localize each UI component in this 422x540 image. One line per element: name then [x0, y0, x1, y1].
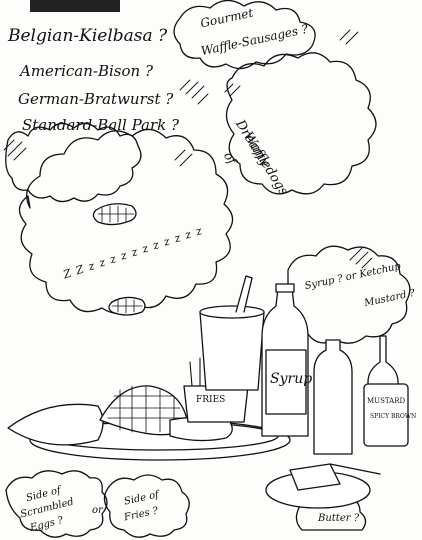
drink-cup	[199, 275, 265, 391]
top-scribble	[30, 0, 120, 12]
floating-waffle-2	[108, 296, 146, 316]
mustard-jar-label-2: SPICY BROWN	[370, 413, 417, 420]
fries-cloud	[103, 474, 190, 538]
ketchup-bottle	[313, 339, 353, 455]
top-right-cloud	[173, 0, 316, 70]
question-german: German-Bratwurst ?	[18, 90, 174, 108]
eggs-cloud	[5, 470, 108, 538]
hatching	[3, 29, 373, 269]
waffle-plate	[7, 385, 291, 461]
butter-question-text: Butter ?	[318, 513, 360, 524]
right-cloud	[225, 52, 377, 195]
question-american: American-Bison ?	[20, 62, 153, 80]
mustard-jar-label: MUSTARD	[367, 397, 406, 405]
dream-cloud	[18, 128, 234, 314]
floating-waffle-1	[92, 203, 137, 226]
upper-left-cloud	[5, 122, 142, 203]
question-belgian: Belgian-Kielbasa ?	[8, 26, 168, 46]
or-text: or	[92, 505, 103, 516]
mustard-jar	[363, 335, 409, 447]
syrup-bottle	[261, 283, 309, 437]
butter-dish	[265, 463, 381, 509]
fries-box-label: FRIES	[196, 395, 226, 405]
question-standard: Standard-Ball Park ?	[22, 116, 180, 134]
syrup-bottle-label: Syrup	[270, 371, 313, 387]
